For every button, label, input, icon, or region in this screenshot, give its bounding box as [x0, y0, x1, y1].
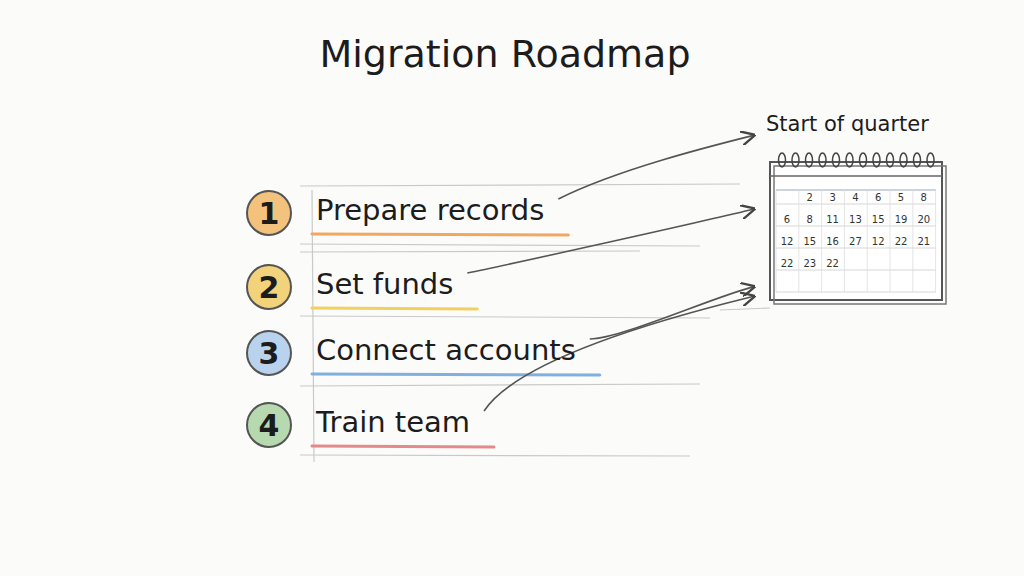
calendar-day: 2	[800, 192, 820, 203]
calendar-day: 21	[914, 236, 934, 247]
step-number: 3	[259, 336, 280, 371]
calendar-drawing	[760, 146, 950, 306]
underline-stroke	[312, 446, 494, 447]
step-number: 4	[259, 408, 280, 443]
step-label: Set funds	[316, 267, 453, 301]
step-item: 2 Set funds	[246, 264, 457, 310]
calendar-day: 15	[800, 236, 820, 247]
calendar-day: 27	[845, 236, 865, 247]
step-label: Train team	[316, 405, 470, 439]
step-number: 1	[259, 196, 280, 231]
calendar-day: 6	[868, 192, 888, 203]
underline-stroke	[312, 234, 568, 235]
step-number: 2	[259, 270, 280, 305]
calendar-day: 8	[914, 192, 934, 203]
calendar-day: 20	[914, 214, 934, 225]
calendar-day: 16	[823, 236, 843, 247]
calendar-day: 13	[845, 214, 865, 225]
calendar-day: 19	[891, 214, 911, 225]
calendar-day: 22	[823, 258, 843, 269]
calendar: Start of quarter234658681113151920121516…	[760, 112, 950, 306]
calendar-day: 22	[777, 258, 797, 269]
step-circle: 1	[246, 190, 292, 236]
step-circle: 4	[246, 402, 292, 448]
calendar-day: 8	[800, 214, 820, 225]
step-item: 1 Prepare records	[246, 190, 548, 236]
calendar-day: 15	[868, 214, 888, 225]
connector-arrow	[558, 135, 754, 199]
step-label: Connect accounts	[316, 333, 576, 367]
calendar-day: 22	[891, 236, 911, 247]
underline-stroke	[312, 308, 477, 309]
diagram-title: Migration Roadmap	[0, 32, 1010, 76]
underline-stroke	[312, 374, 600, 375]
calendar-day: 4	[845, 192, 865, 203]
calendar-day: 3	[823, 192, 843, 203]
step-item: 3 Connect accounts	[246, 330, 580, 376]
calendar-day: 12	[868, 236, 888, 247]
calendar-day: 11	[823, 214, 843, 225]
calendar-day: 23	[800, 258, 820, 269]
step-circle: 3	[246, 330, 292, 376]
calendar-day: 12	[777, 236, 797, 247]
step-label: Prepare records	[316, 193, 544, 227]
calendar-heading: Start of quarter	[766, 112, 929, 136]
connector-arrow	[590, 287, 754, 339]
calendar-day: 6	[777, 214, 797, 225]
step-item: 4 Train team	[246, 402, 474, 448]
calendar-day: 5	[891, 192, 911, 203]
step-circle: 2	[246, 264, 292, 310]
